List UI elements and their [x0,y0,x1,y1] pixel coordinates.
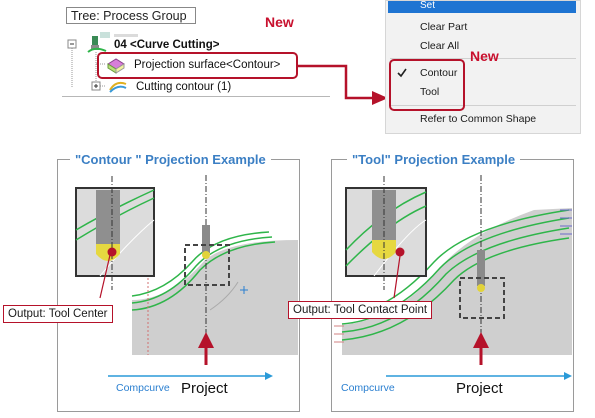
tool-example-title: "Tool" Projection Example [347,152,521,167]
tree-connector-lines [67,39,106,91]
context-menu: Set Clear Part Clear All Contour Tool Re… [385,0,581,134]
tree-title: Tree: Process Group [71,9,187,23]
tool-example-illustration [334,175,572,380]
cutting-contour-icon [108,78,128,94]
tree-title-bar: Tree: Process Group [66,7,196,24]
menu-item-tool[interactable]: Tool [420,86,440,98]
contour-output-label-box: Output: Tool Center [3,305,113,323]
menu-item-set-label: Set [420,0,436,11]
tree-bottom-divider [62,96,330,97]
tool-output-label: Output: Tool Contact Point [293,304,428,316]
tool-project-label: Project [456,380,503,397]
menu-separator [390,58,576,59]
tree-row-hidden [100,26,140,38]
contour-compcurve-label: Compcurve [116,382,170,394]
menu-separator [390,105,576,106]
curve-cutting-icon [86,36,110,54]
menu-new-items-highlight [389,59,465,111]
projection-surface-icon [106,56,126,74]
tree-expand-toggle[interactable] [68,40,76,48]
tree-label-projection-surface: Projection surface<Contour> [134,59,281,71]
menu-item-clear-part[interactable]: Clear Part [420,21,468,33]
tree-label-curve-cutting: 04 <Curve Cutting> [114,39,220,51]
menu-item-clear-all[interactable]: Clear All [420,40,460,52]
tree-new-badge: New [265,14,294,30]
tree-label-cutting-contour: Cutting contour (1) [136,81,232,93]
menu-new-badge: New [470,48,499,64]
tool-output-label-box: Output: Tool Contact Point [288,301,433,319]
contour-project-label: Project [181,380,228,397]
projection-surface-highlight [97,52,298,79]
menu-item-contour[interactable]: Contour [420,67,458,79]
tree-to-menu-arrow [298,64,388,105]
contour-example-illustration [75,175,298,380]
menu-check-icon [396,66,408,78]
menu-item-refer-common-shape[interactable]: Refer to Common Shape [420,113,537,125]
menu-item-set[interactable]: Set [388,0,576,13]
contour-example-title: "Contour " Projection Example [70,152,271,167]
contour-output-label: Output: Tool Center [8,308,108,320]
tool-compcurve-label: Compcurve [341,382,395,394]
